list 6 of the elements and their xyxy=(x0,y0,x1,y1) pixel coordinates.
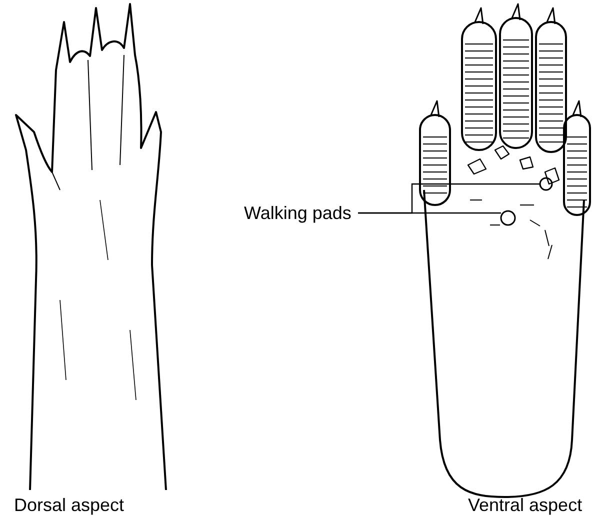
view-caption: Ventral aspect xyxy=(468,495,582,515)
walking-pad xyxy=(539,177,553,191)
callout-label: Walking pads xyxy=(244,203,352,223)
view-caption: Dorsal aspect xyxy=(14,495,124,515)
leader-line xyxy=(358,212,501,214)
walking-pad xyxy=(500,210,516,226)
